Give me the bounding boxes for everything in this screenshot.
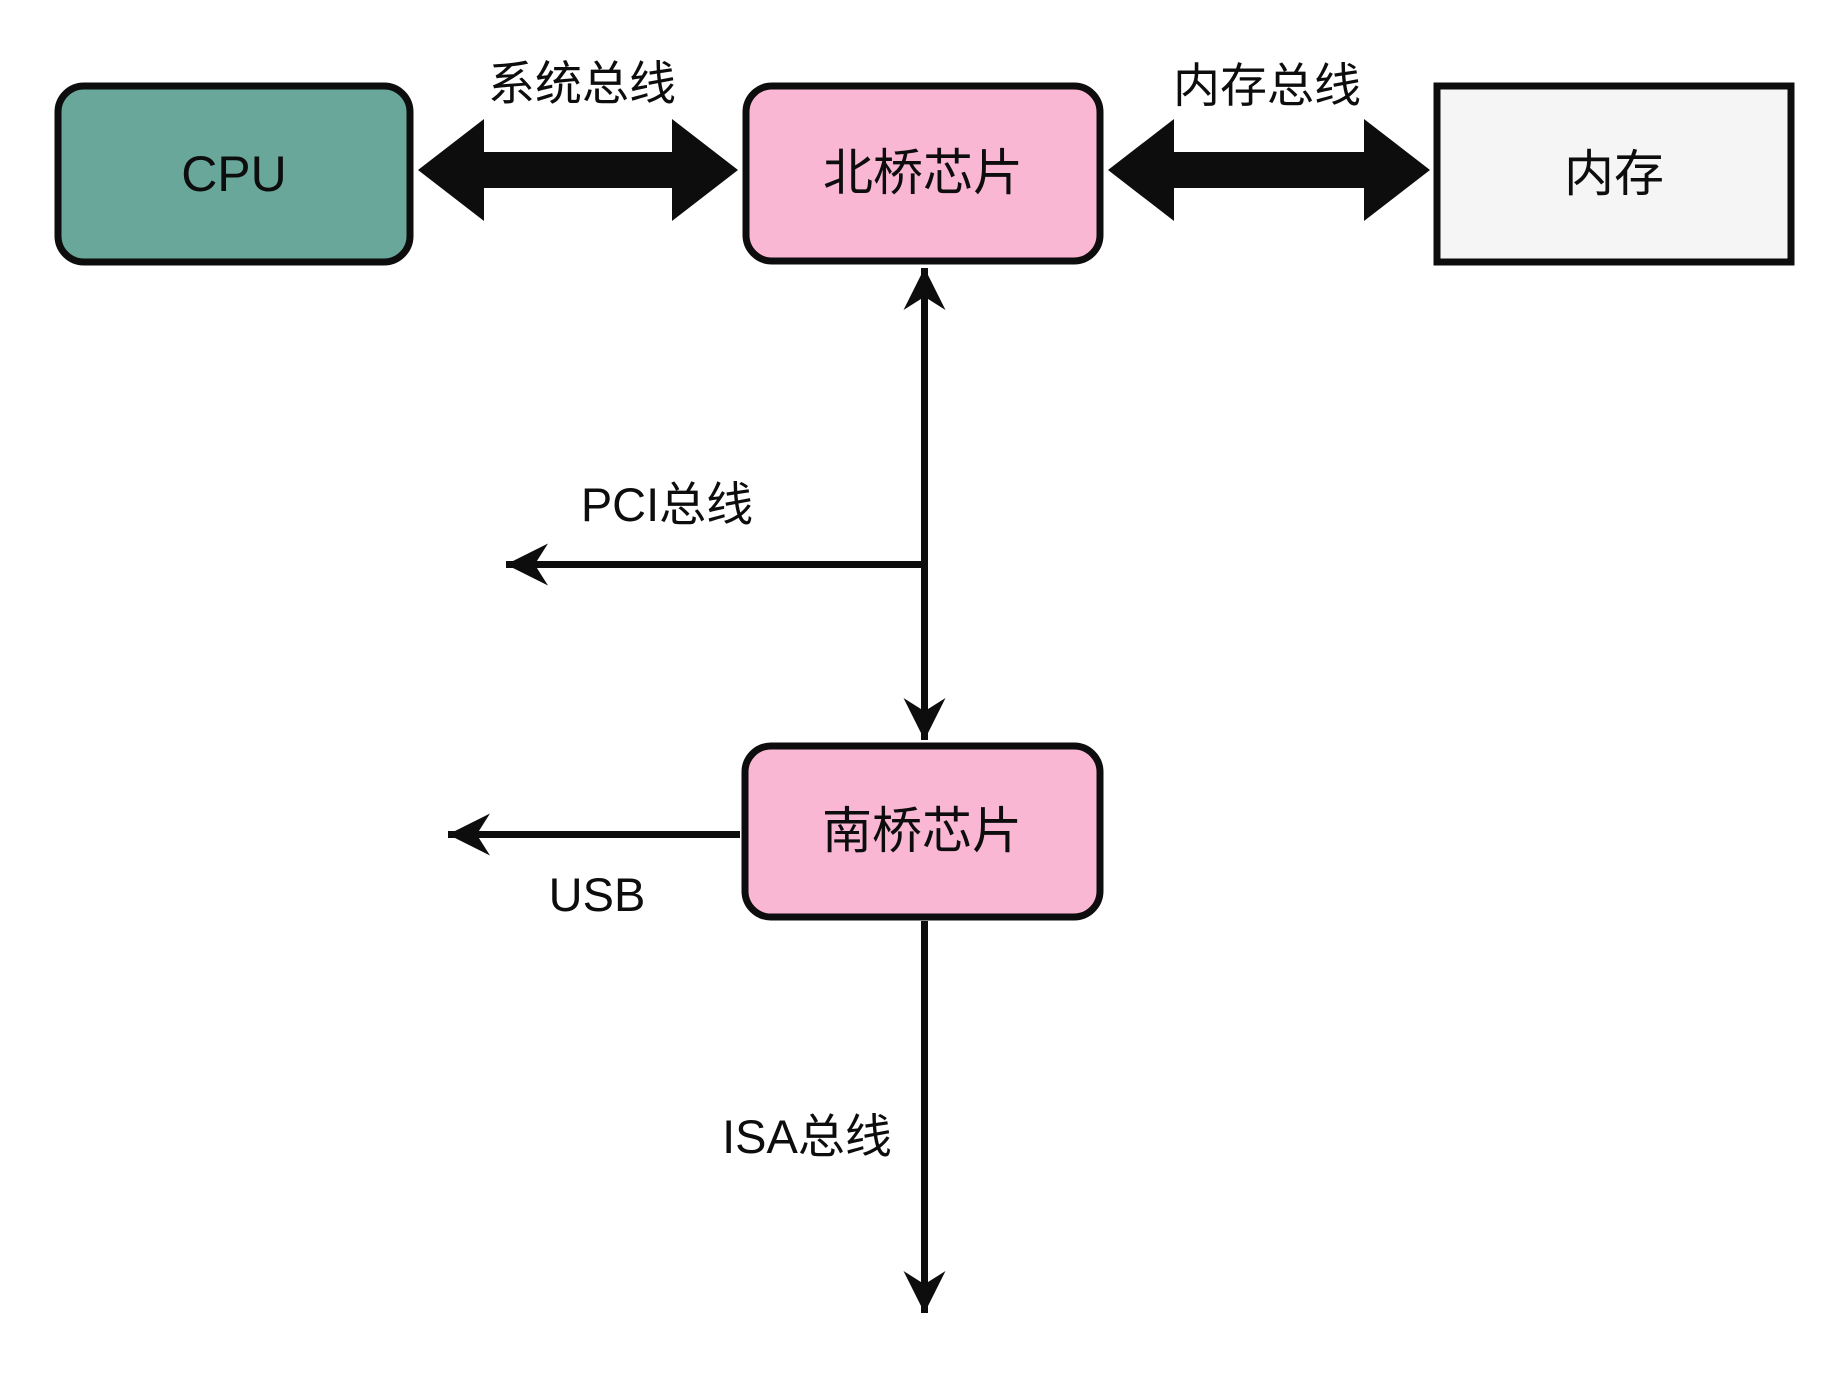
edge-isa-bus: ISA总线 (722, 921, 946, 1313)
memory-box (1433, 82, 1795, 266)
node-memory: 内存 (1433, 82, 1795, 266)
system-bus-double-arrow (418, 119, 738, 221)
northbridge-box (742, 82, 1104, 265)
northbridge-box-label: 北桥芯片 (823, 145, 1023, 201)
node-southbridge: 南桥芯片 (741, 742, 1104, 921)
system-bus-label: 系统总线 (488, 57, 676, 110)
cpu-box-label: CPU (181, 146, 287, 202)
memory-bus-double-arrow (1108, 119, 1430, 221)
edge-usb: USB (448, 813, 740, 921)
memory-bus-label: 内存总线 (1173, 59, 1361, 112)
edge-system-bus: 系统总线 (418, 57, 738, 221)
usb-label: USB (549, 868, 646, 921)
cpu-box (54, 82, 414, 266)
southbridge-box-label: 南桥芯片 (822, 803, 1022, 859)
isa-bus-label: ISA总线 (722, 1110, 892, 1163)
edge-memory-bus: 内存总线 (1108, 59, 1430, 221)
node-northbridge: 北桥芯片 (742, 82, 1104, 265)
edge-pci-bus: PCI总线 (506, 478, 925, 586)
memory-box-label: 内存 (1564, 146, 1664, 202)
node-cpu: CPU (54, 82, 414, 266)
southbridge-box (741, 742, 1104, 921)
pci-bus-label: PCI总线 (581, 478, 753, 531)
